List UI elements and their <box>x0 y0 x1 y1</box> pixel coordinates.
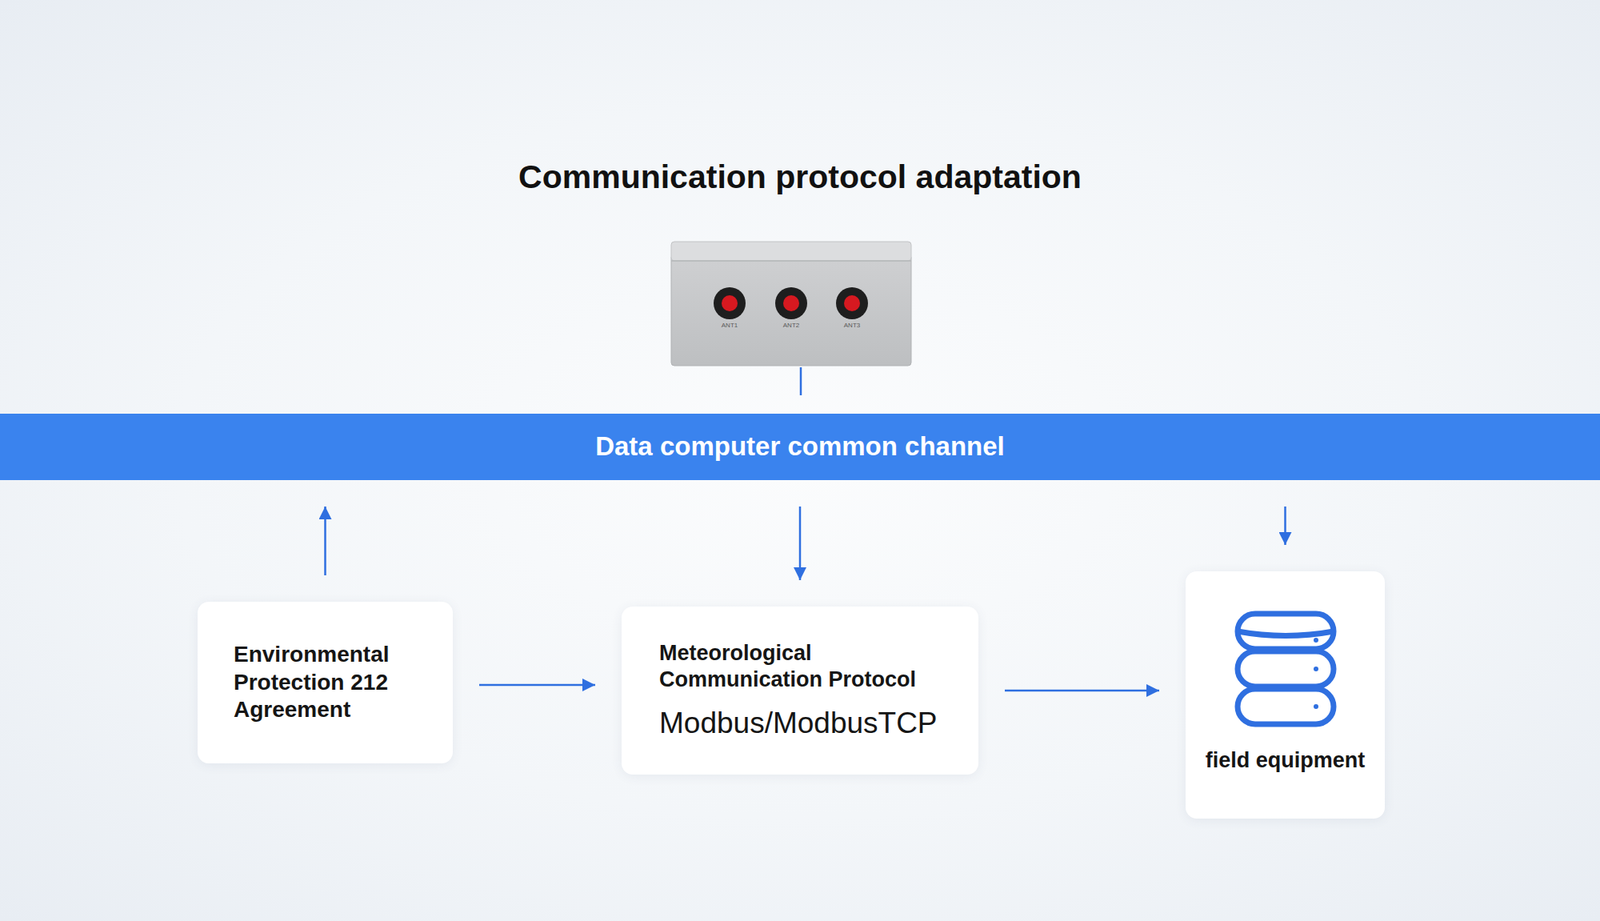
database-icon <box>1237 613 1334 724</box>
port-label: ANT2 <box>783 321 800 329</box>
antenna-socket <box>713 287 746 320</box>
diagram-title: Communication protocol adaptation <box>0 158 1600 196</box>
flow-arrow <box>799 506 802 580</box>
port-label: ANT3 <box>844 321 860 329</box>
database-led <box>1313 704 1319 709</box>
antenna-cap <box>844 295 860 312</box>
flow-arrow <box>1004 689 1160 692</box>
channel-band: Data computer common channel <box>0 413 1600 480</box>
database-disk <box>1237 688 1334 724</box>
device-link <box>800 367 803 396</box>
database-disk <box>1237 651 1334 687</box>
device-illustration <box>671 241 912 396</box>
box-label: field equipment <box>1205 747 1366 774</box>
protocol-box: Environmental Protection 212 Agreement <box>197 601 453 764</box>
database-led <box>1313 637 1319 643</box>
database-led <box>1313 666 1319 672</box>
antenna-cap <box>783 295 800 312</box>
device-seam <box>671 260 912 262</box>
band-label: Data computer common channel <box>595 430 1005 464</box>
port-label: ANT1 <box>721 321 738 329</box>
equipment-box: field equipment <box>1185 571 1385 819</box>
edge-layer <box>325 506 1286 691</box>
device-lid <box>671 241 912 261</box>
database-rim <box>1237 631 1334 636</box>
antenna-socket <box>836 287 868 320</box>
flow-arrow <box>1284 506 1287 545</box>
box-heading: Meteorological Communication Protocol <box>659 640 964 694</box>
flow-arrow <box>479 684 596 687</box>
flow-arrow <box>324 506 327 576</box>
box-label: Environmental Protection 212 Agreement <box>233 640 422 724</box>
database-disk <box>1237 613 1334 649</box>
antenna-socket <box>775 287 808 320</box>
antenna-cap <box>721 295 738 312</box>
protocol-box: Meteorological Communication ProtocolMod… <box>621 606 979 775</box>
device-body <box>671 254 912 366</box>
protocol-name: Modbus/ModbusTCP <box>659 704 938 742</box>
